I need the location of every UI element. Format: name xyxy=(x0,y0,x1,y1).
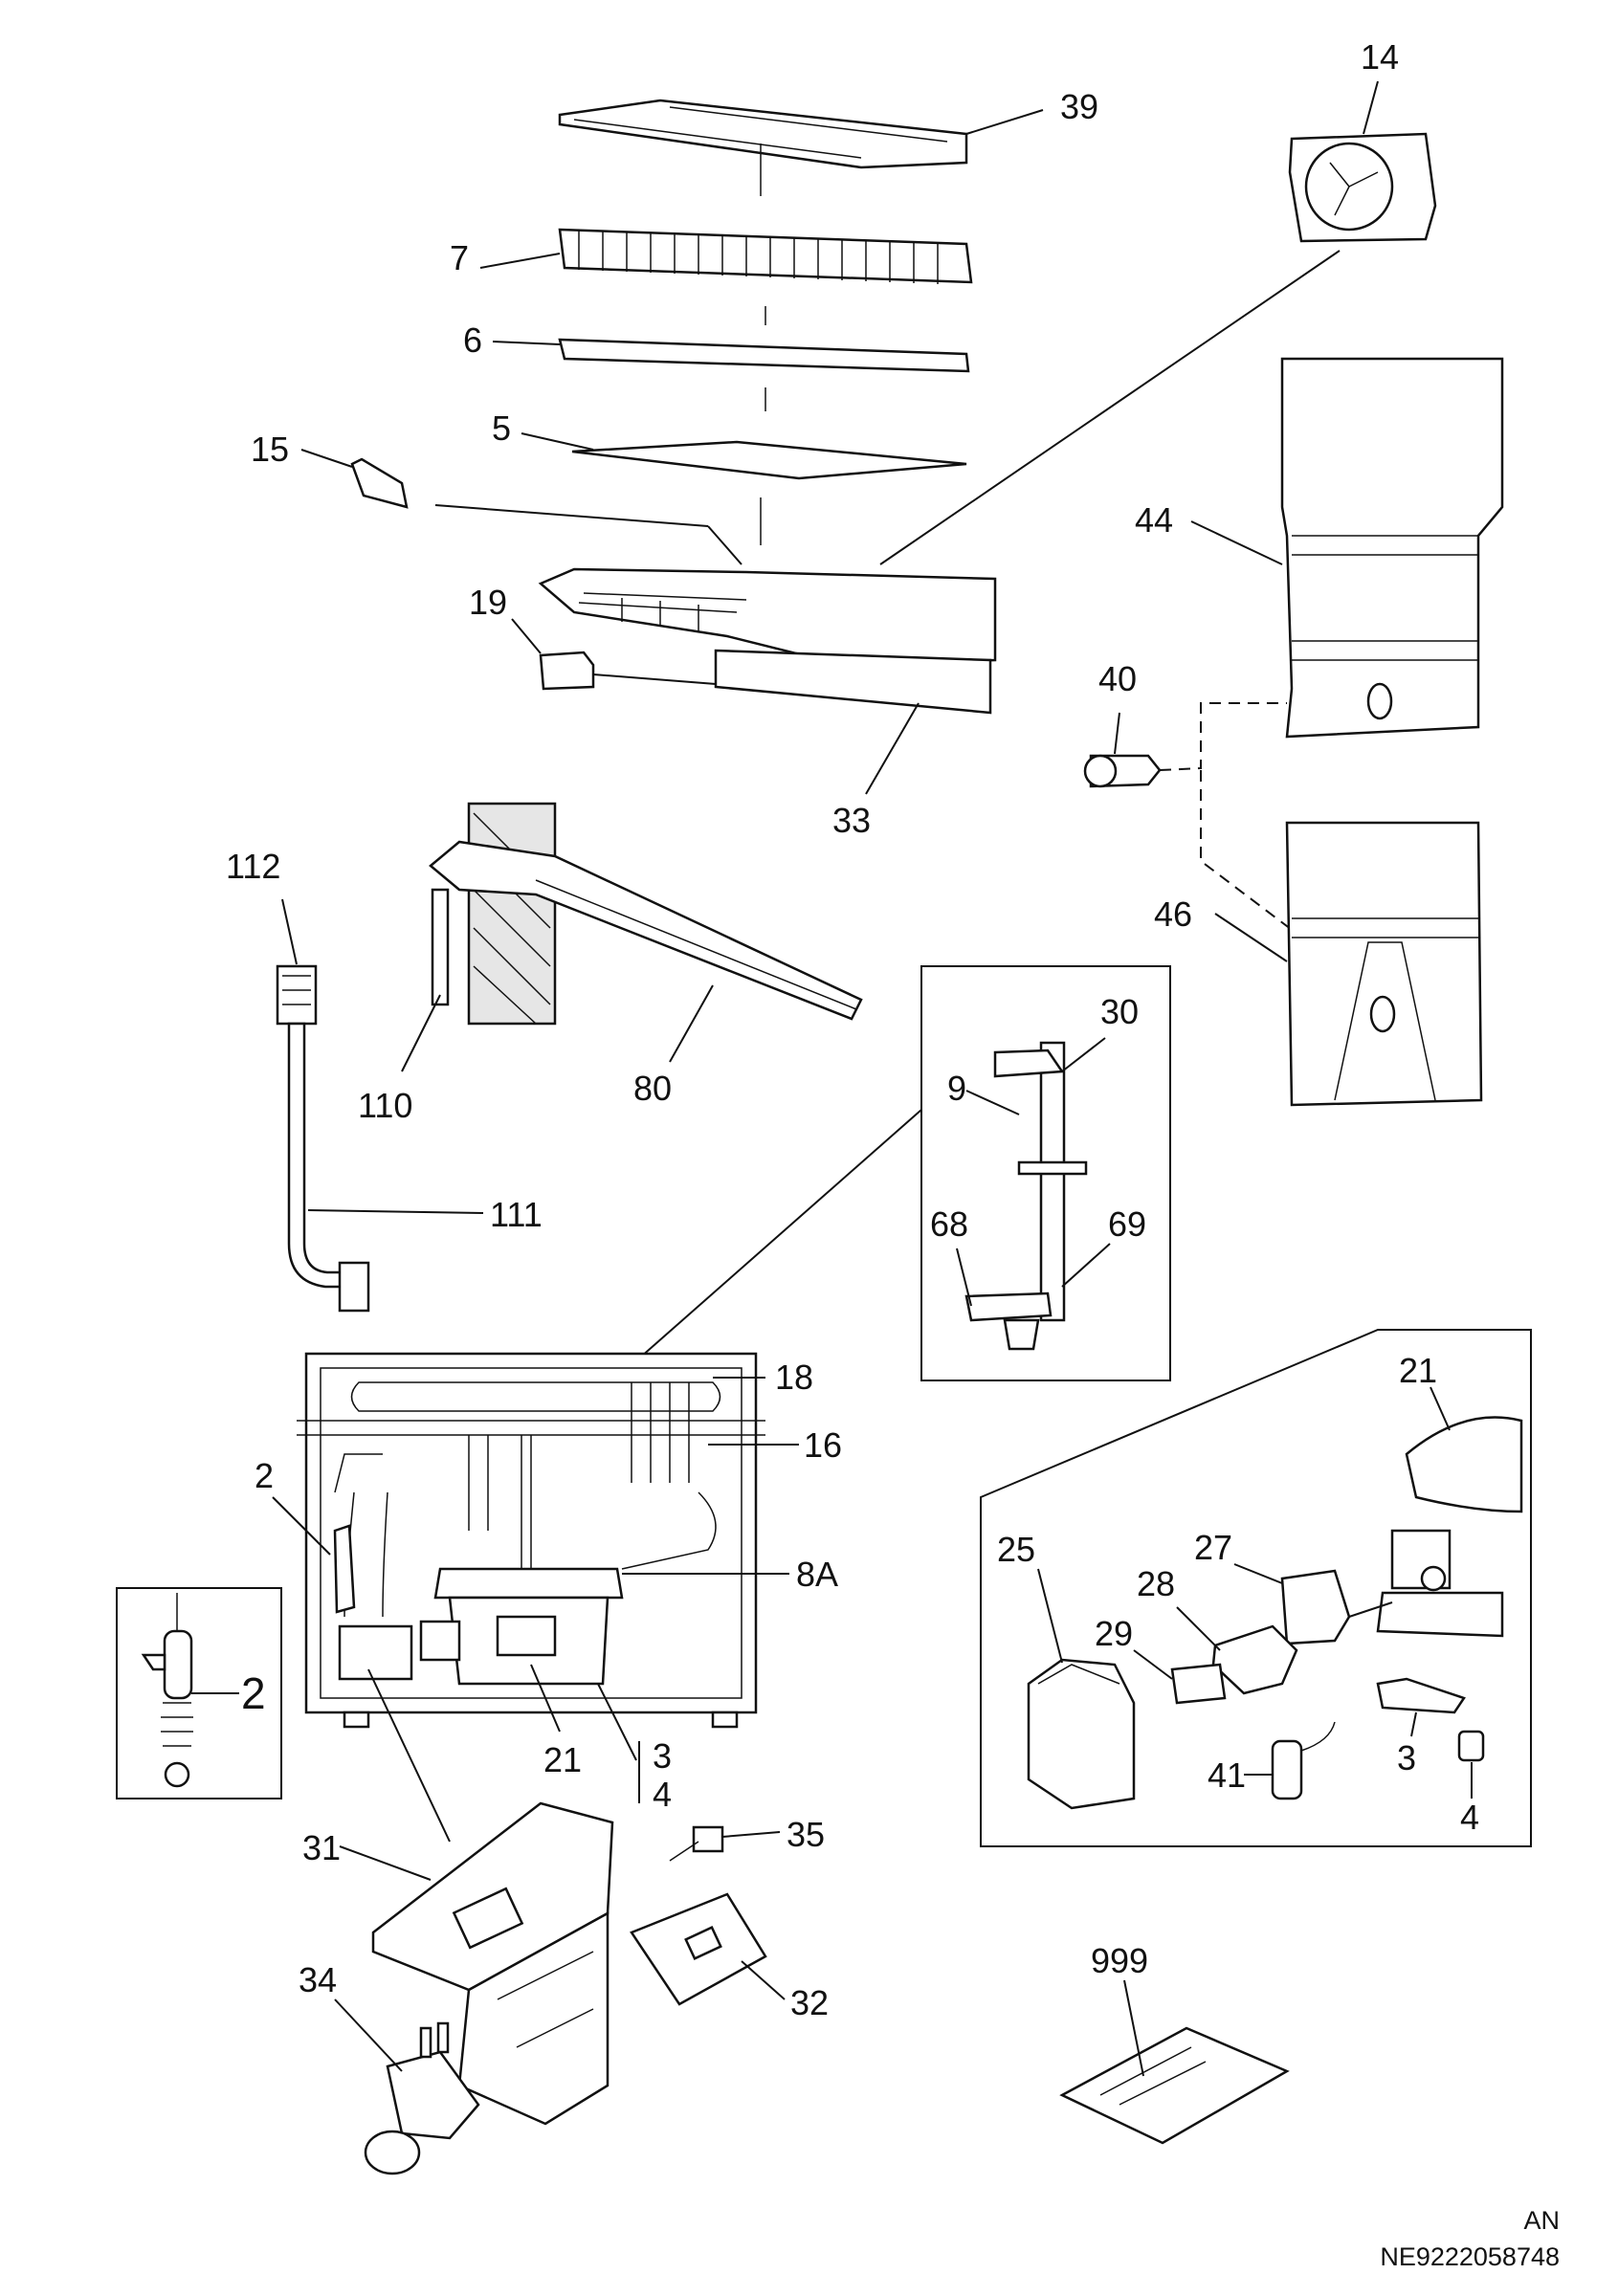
part-110-pin xyxy=(431,888,450,1006)
part-39-cover xyxy=(558,99,968,169)
label-29: 29 xyxy=(1095,1614,1133,1653)
part-34-valve xyxy=(364,2021,480,2175)
label-110: 110 xyxy=(358,1086,412,1125)
part-21-compressor xyxy=(1376,1416,1523,1638)
part-25-cover xyxy=(1027,1658,1136,1810)
part-28-bracket xyxy=(1211,1624,1298,1695)
footer-doc-number: NE9222058748 xyxy=(1380,2242,1560,2271)
part-2-sensor xyxy=(141,1593,193,1788)
label-33: 33 xyxy=(832,801,871,840)
label-39: 39 xyxy=(1060,87,1098,126)
label-40: 40 xyxy=(1098,659,1137,698)
part-cabinet xyxy=(297,1352,765,1729)
label-5: 5 xyxy=(492,408,511,448)
part-80-duct xyxy=(429,802,863,1026)
part-15-clip xyxy=(350,457,409,509)
label-80: 80 xyxy=(633,1069,672,1108)
part-33-panel xyxy=(714,649,992,715)
part-5-plate xyxy=(571,440,967,480)
part-6-heater xyxy=(558,338,970,373)
part-19-block xyxy=(539,651,595,691)
label-16: 16 xyxy=(804,1425,842,1465)
label-19: 19 xyxy=(469,583,507,622)
label-27: 27 xyxy=(1194,1528,1232,1567)
label-30: 30 xyxy=(1100,992,1139,1031)
part-35-switch xyxy=(669,1825,724,1862)
label-14: 14 xyxy=(1361,37,1399,77)
label-21-compressor: 21 xyxy=(1399,1351,1437,1390)
label-28: 28 xyxy=(1137,1564,1175,1603)
label-69: 69 xyxy=(1108,1204,1146,1244)
part-9-chute xyxy=(964,1041,1088,1351)
frame-compressor xyxy=(980,1329,1532,1847)
label-112: 112 xyxy=(226,847,280,886)
part-7-evaporator xyxy=(558,228,973,284)
label-25: 25 xyxy=(997,1530,1035,1569)
label-41: 41 xyxy=(1208,1755,1246,1795)
part-999-manual xyxy=(1059,2026,1290,2145)
label-4: 4 xyxy=(653,1775,672,1814)
label-44: 44 xyxy=(1135,500,1173,540)
label-18: 18 xyxy=(775,1358,813,1397)
part-evaporator-housing xyxy=(538,567,997,667)
label-35: 35 xyxy=(787,1815,825,1854)
frame-inset-2 xyxy=(116,1587,282,1799)
part-27-relay xyxy=(1280,1569,1351,1645)
part-41-capacitor xyxy=(1271,1721,1336,1800)
label-32: 32 xyxy=(790,1983,829,2022)
label-3-compressor: 3 xyxy=(1397,1738,1416,1777)
part-40-lamp xyxy=(1083,754,1162,788)
part-32-door xyxy=(630,1892,767,2006)
label-31: 31 xyxy=(302,1828,341,1867)
label-999: 999 xyxy=(1091,1941,1148,1980)
label-68: 68 xyxy=(930,1204,968,1244)
label-34: 34 xyxy=(299,1960,337,1999)
part-3-clip xyxy=(1376,1677,1466,1714)
part-46-rear-panel xyxy=(1285,821,1483,1107)
part-44-rear-panel xyxy=(1280,357,1504,739)
part-4-grommet xyxy=(1457,1730,1485,1762)
label-2: 2 xyxy=(255,1456,274,1495)
label-15: 15 xyxy=(251,430,289,469)
label-2-inset: 2 xyxy=(241,1668,266,1718)
label-46: 46 xyxy=(1154,894,1192,934)
part-31-housing xyxy=(371,1801,614,2126)
label-9: 9 xyxy=(947,1069,966,1108)
footer-an: AN xyxy=(1523,2206,1560,2235)
part-111-tube xyxy=(287,1022,370,1313)
label-6: 6 xyxy=(463,320,482,360)
label-8A: 8A xyxy=(796,1555,838,1594)
part-112-connector xyxy=(276,964,318,1026)
frame-ice-chute xyxy=(920,965,1171,1381)
part-14-fan xyxy=(1288,132,1437,243)
label-4-compressor: 4 xyxy=(1460,1798,1479,1837)
label-21: 21 xyxy=(543,1740,582,1779)
label-3: 3 xyxy=(653,1736,672,1776)
part-29-overload xyxy=(1170,1663,1227,1705)
label-111: 111 xyxy=(490,1195,543,1234)
label-7: 7 xyxy=(450,238,469,277)
